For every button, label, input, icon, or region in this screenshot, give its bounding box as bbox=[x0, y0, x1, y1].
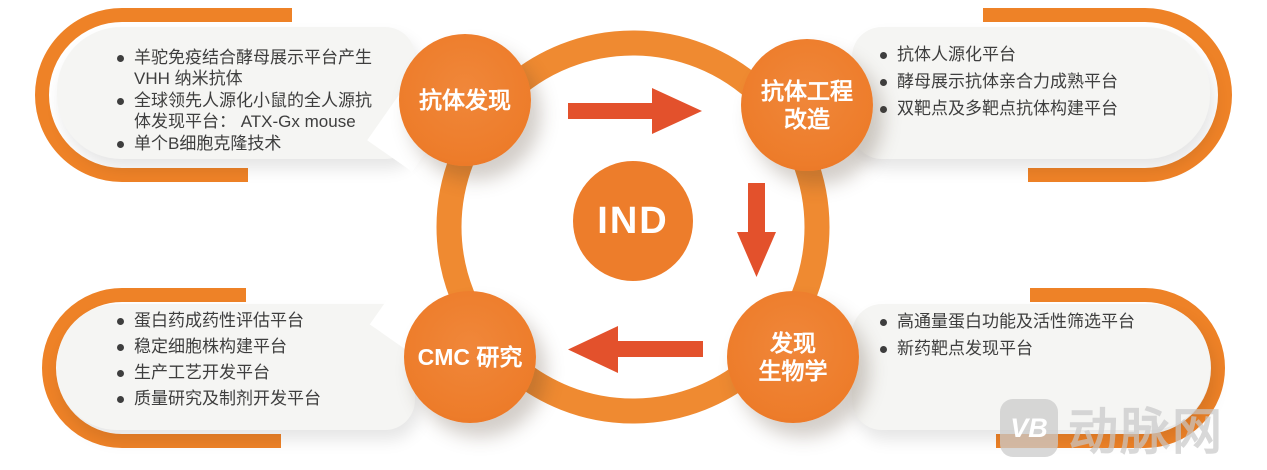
bullet-item: 抗体人源化平台 bbox=[880, 44, 1210, 66]
bullet-text: 双靶点及多靶点抗体构建平台 bbox=[897, 99, 1118, 118]
bullet-dot-icon bbox=[117, 55, 124, 62]
bullet-item: 羊驼免疫结合酵母展示平台产生 VHH 纳米抗体 bbox=[117, 47, 415, 89]
discovery-platform-list: 羊驼免疫结合酵母展示平台产生 VHH 纳米抗体全球领先人源化小鼠的全人源抗体发现… bbox=[57, 27, 415, 154]
bullet-dot-icon bbox=[117, 318, 124, 325]
bullet-dot-icon bbox=[880, 52, 887, 59]
bullet-dot-icon bbox=[117, 396, 124, 403]
node-antibody-discovery: 抗体发现 bbox=[399, 34, 531, 166]
bullet-item: 稳定细胞株构建平台 bbox=[117, 336, 415, 358]
bullet-text: 蛋白药成药性评估平台 bbox=[134, 311, 304, 330]
panel-antibody-engineering: 抗体人源化平台酵母展示抗体亲合力成熟平台双靶点及多靶点抗体构建平台 bbox=[852, 27, 1210, 159]
bullet-text: 质量研究及制剂开发平台 bbox=[134, 389, 321, 408]
capsule-outline-top-right bbox=[983, 8, 1232, 182]
bullet-dot-icon bbox=[117, 141, 124, 148]
bullet-text: 生产工艺开发平台 bbox=[134, 363, 270, 382]
bullet-dot-icon bbox=[880, 79, 887, 86]
bullet-dot-icon bbox=[117, 344, 124, 351]
node-cmc-research: CMC 研究 bbox=[404, 291, 536, 423]
capsule-outline-bottom-right bbox=[996, 288, 1225, 448]
bullet-dot-icon bbox=[880, 346, 887, 353]
bullet-text: 羊驼免疫结合酵母展示平台产生 VHH 纳米抗体 bbox=[134, 48, 372, 88]
bullet-item: 单个B细胞克隆技术 bbox=[117, 133, 415, 154]
capsule-outline-bottom-left bbox=[42, 288, 281, 448]
arrow-right-icon bbox=[568, 88, 702, 134]
bullet-text: 酵母展示抗体亲合力成熟平台 bbox=[897, 72, 1118, 91]
panel-cmc-research: 蛋白药成药性评估平台稳定细胞株构建平台生产工艺开发平台质量研究及制剂开发平台 bbox=[57, 304, 415, 430]
bullet-item: 生产工艺开发平台 bbox=[117, 362, 415, 384]
panel-antibody-discovery: 羊驼免疫结合酵母展示平台产生 VHH 纳米抗体全球领先人源化小鼠的全人源抗体发现… bbox=[57, 27, 415, 159]
bullet-item: 质量研究及制剂开发平台 bbox=[117, 388, 415, 410]
watermark: VB 动脉网 bbox=[1000, 392, 1224, 464]
bullet-text: 稳定细胞株构建平台 bbox=[134, 337, 287, 356]
node-ind-center: IND bbox=[573, 161, 693, 281]
bullet-dot-icon bbox=[117, 98, 124, 105]
node-antibody-engineering: 抗体工程 改造 bbox=[741, 39, 873, 171]
cycle-ring bbox=[436, 30, 830, 424]
bullet-text: 单个B细胞克隆技术 bbox=[134, 134, 282, 153]
capsule-outline-top-left bbox=[35, 8, 292, 182]
bullet-dot-icon bbox=[880, 106, 887, 113]
bullet-item: 蛋白药成药性评估平台 bbox=[117, 310, 415, 332]
bullet-text: 新药靶点发现平台 bbox=[897, 339, 1033, 358]
bullet-item: 双靶点及多靶点抗体构建平台 bbox=[880, 98, 1210, 120]
arrow-down-icon bbox=[737, 183, 776, 277]
arrow-left-icon bbox=[568, 326, 703, 373]
bullet-text: 全球领先人源化小鼠的全人源抗体发现平台： ATX-Gx mouse bbox=[134, 91, 372, 131]
bullet-item: 高通量蛋白功能及活性筛选平台 bbox=[880, 311, 1210, 333]
engineering-platform-list: 抗体人源化平台酵母展示抗体亲合力成熟平台双靶点及多靶点抗体构建平台 bbox=[852, 27, 1210, 120]
bullet-item: 新药靶点发现平台 bbox=[880, 338, 1210, 360]
node-discovery-biology: 发现 生物学 bbox=[727, 291, 859, 423]
bullet-item: 酵母展示抗体亲合力成熟平台 bbox=[880, 71, 1210, 93]
bullet-text: 抗体人源化平台 bbox=[897, 45, 1016, 64]
watermark-text: 动脉网 bbox=[1068, 404, 1224, 460]
vb-logo-icon: VB bbox=[1000, 399, 1058, 457]
bullet-dot-icon bbox=[117, 370, 124, 377]
bullet-text: 高通量蛋白功能及活性筛选平台 bbox=[897, 312, 1135, 331]
bullet-item: 全球领先人源化小鼠的全人源抗体发现平台： ATX-Gx mouse bbox=[117, 90, 415, 132]
biology-platform-list: 高通量蛋白功能及活性筛选平台新药靶点发现平台 bbox=[852, 304, 1210, 360]
bullet-dot-icon bbox=[880, 319, 887, 326]
cmc-platform-list: 蛋白药成药性评估平台稳定细胞株构建平台生产工艺开发平台质量研究及制剂开发平台 bbox=[57, 304, 415, 410]
